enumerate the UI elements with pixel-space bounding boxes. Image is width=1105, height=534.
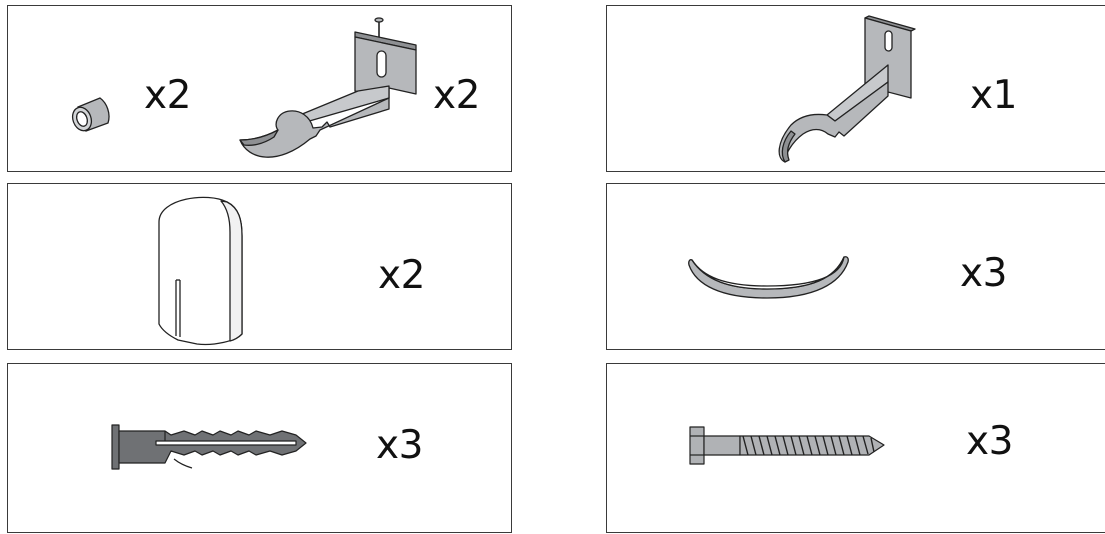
wall-plug-icon xyxy=(111,424,307,470)
quantity-label-wall-plug: x3 xyxy=(376,423,423,468)
parts-panel-6-art xyxy=(689,426,885,465)
quantity-label-lag-screw: x3 xyxy=(966,419,1013,464)
curved-clip-icon xyxy=(688,256,849,299)
parts-panel-lag-screw: x3 xyxy=(606,363,1105,533)
parts-panel-4-art xyxy=(688,256,849,299)
bracket-with-pin-icon xyxy=(239,17,417,158)
quantity-label-bracket-with-pin: x2 xyxy=(433,73,480,118)
parts-panel-2-art xyxy=(778,15,916,163)
parts-panel-curved-clip: x3 xyxy=(606,183,1105,350)
parts-panel-wall-hook: x1 xyxy=(606,5,1105,172)
parts-panel-5-art xyxy=(111,424,307,470)
parts-panel-wall-plug: x3 xyxy=(7,363,512,533)
lag-screw-icon xyxy=(689,426,885,465)
quantity-label-spacer: x2 xyxy=(144,73,191,118)
wall-hook-bracket-icon xyxy=(778,15,916,163)
quantity-label-wall-hook: x1 xyxy=(970,73,1017,118)
quantity-label-curved-clip: x3 xyxy=(960,251,1007,296)
quantity-label-cover-cap: x2 xyxy=(378,253,425,298)
parts-panel-3-art xyxy=(158,196,243,346)
pipe-spacer-icon xyxy=(71,97,110,132)
parts-panel-cover-cap: x2 xyxy=(7,183,512,350)
bracket-cover-cap-icon xyxy=(158,196,243,346)
parts-panel-spacer-and-bracket: x2 x2 xyxy=(7,5,512,172)
parts-panel-1-art xyxy=(71,17,417,158)
